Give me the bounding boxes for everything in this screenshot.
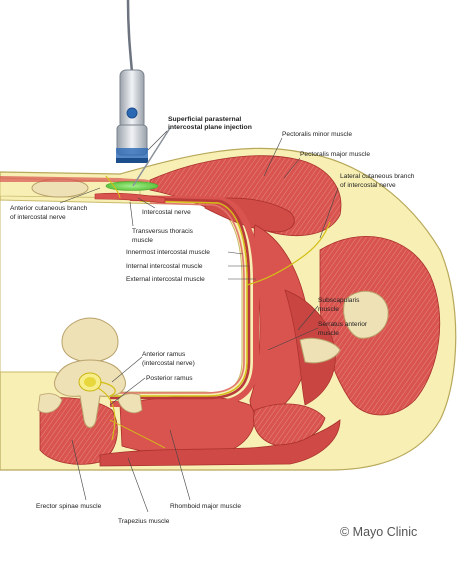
label-injection-line-2: intercostal plane injection — [168, 124, 252, 131]
label-subscapularis-2: muscle — [318, 306, 339, 313]
label-erector-spinae: Erector spinae muscle — [36, 503, 102, 510]
label-lateral-cutaneous-1: Lateral cutaneous branch — [340, 173, 415, 180]
label-rhomboid-major: Rhomboid major muscle — [170, 503, 241, 510]
label-anterior-ramus-1: Anterior ramus — [142, 351, 186, 358]
label-transversus-2: muscle — [132, 237, 153, 244]
credit-mayo-clinic: © Mayo Clinic — [340, 525, 417, 539]
label-lateral-cutaneous-2: of intercostal nerve — [340, 182, 396, 189]
label-innermost-intercostal: Innermost intercostal muscle — [126, 249, 210, 256]
label-intercostal-nerve: Intercostal nerve — [142, 209, 191, 216]
label-trapezius: Trapezius muscle — [118, 518, 170, 525]
label-external-intercostal: External intercostal muscle — [126, 276, 205, 283]
label-anterior-cutaneous-1: Anterior cutaneous branch — [10, 205, 88, 212]
label-serratus-2: muscle — [318, 330, 339, 337]
label-pectoralis-major: Pectoralis major muscle — [300, 151, 370, 158]
label-anterior-cutaneous-2: of intercostal nerve — [10, 214, 66, 221]
label-anterior-ramus-2: (intercostal nerve) — [142, 360, 195, 367]
thoracic-cavity — [0, 200, 242, 393]
label-pectoralis-minor: Pectoralis minor muscle — [282, 131, 352, 138]
label-injection-line-1: Superficial parasternal — [168, 116, 241, 123]
label-transversus-1: Transversus thoracis — [132, 228, 194, 235]
label-internal-intercostal: Internal intercostal muscle — [126, 263, 203, 270]
label-serratus-1: Serratus anterior — [318, 321, 368, 328]
ultrasound-probe-icon — [116, 0, 148, 163]
label-posterior-ramus: Posterior ramus — [146, 375, 193, 382]
label-subscapularis-1: Subscapularis — [318, 297, 360, 304]
